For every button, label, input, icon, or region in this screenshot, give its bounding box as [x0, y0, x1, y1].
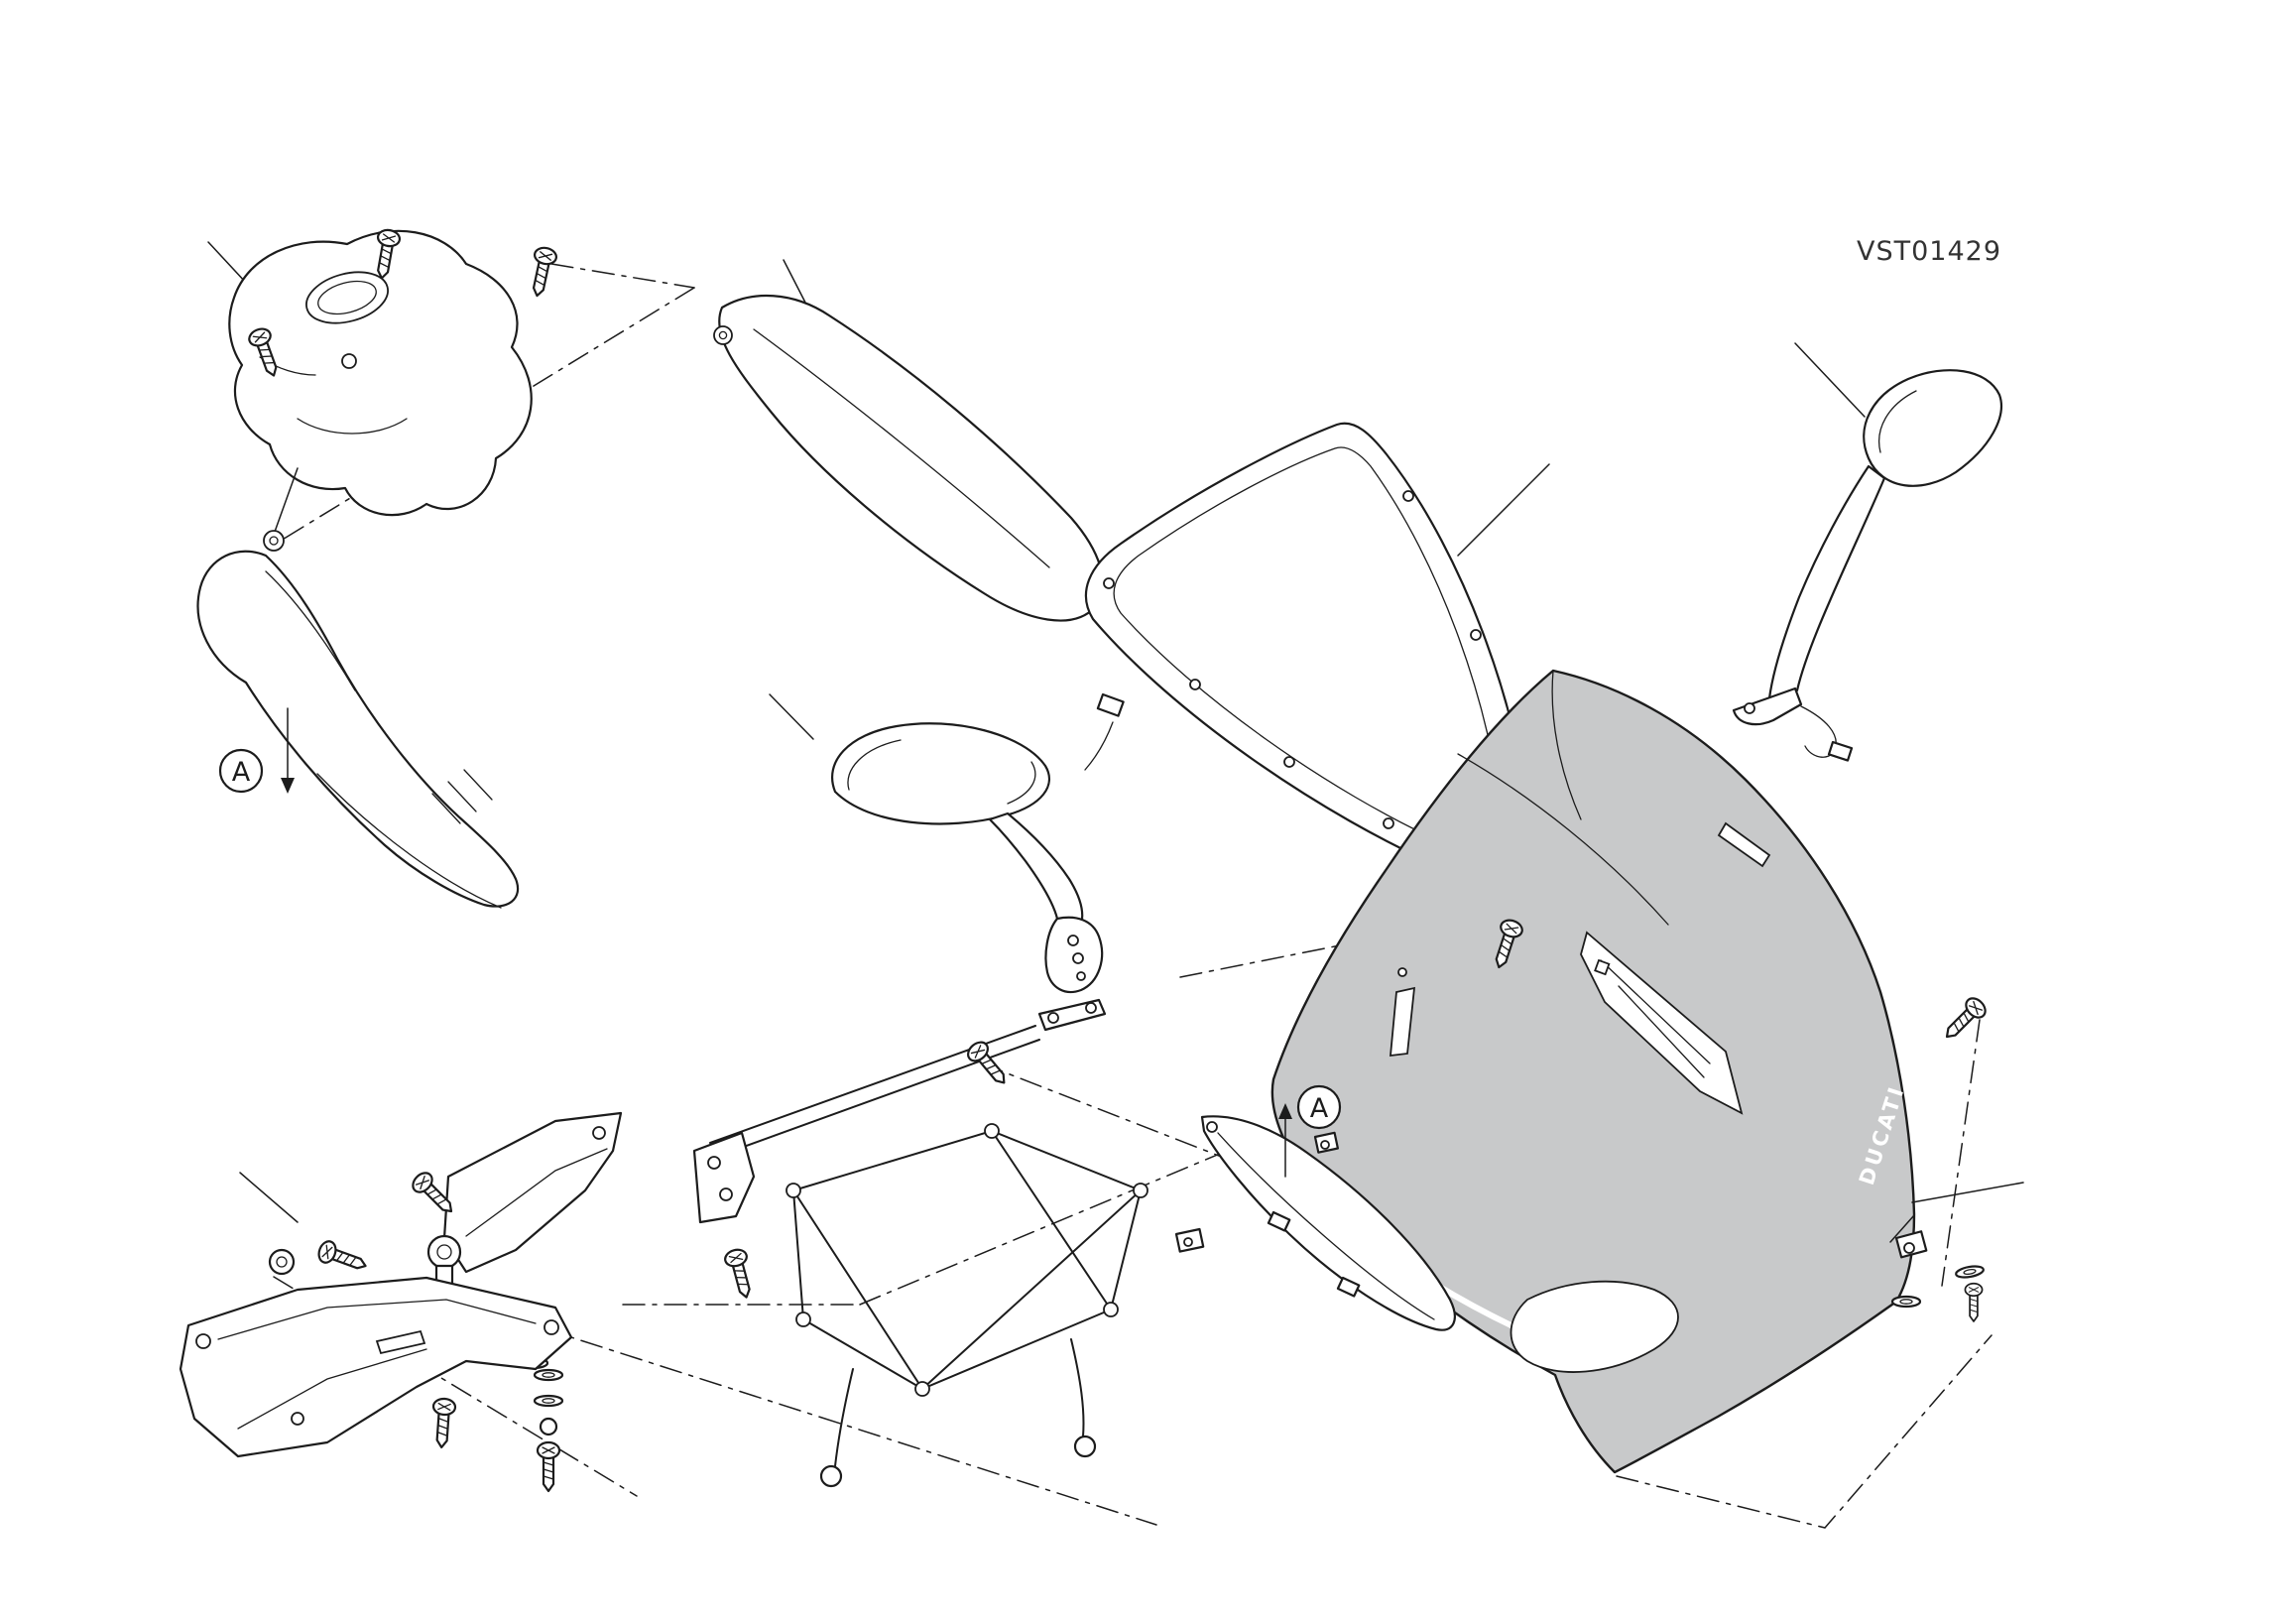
air-duct [196, 530, 520, 909]
drawing-code: VST01429 [1857, 236, 2001, 267]
callout-a-center: A [1278, 1084, 1342, 1178]
callout-a-center-label: A [1310, 1093, 1329, 1124]
left-mirror [769, 692, 1125, 994]
callout-a-left-label: A [232, 757, 251, 788]
right-fasteners [1889, 993, 1991, 1322]
fairing-slot [1390, 986, 1416, 1058]
inner-deflector [1580, 931, 1744, 1115]
rubber-mount [426, 1234, 462, 1270]
callout-a-left: A [218, 707, 295, 794]
headlight-bracket [692, 998, 1148, 1488]
grommet [268, 1248, 296, 1276]
right-mirror [1732, 342, 2002, 762]
headlight-opening [1510, 1280, 1679, 1373]
winglet [1174, 1115, 1456, 1331]
key-cover [207, 229, 533, 533]
side-panel [713, 259, 1105, 622]
lower-bracket-assembly [179, 1111, 623, 1493]
